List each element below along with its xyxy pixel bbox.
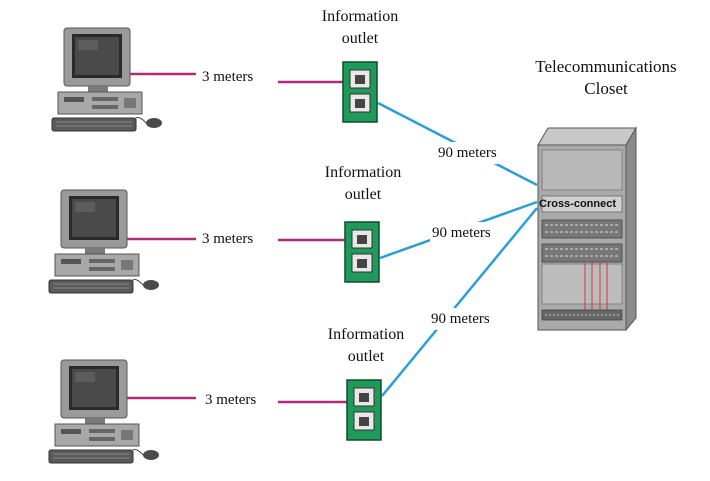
wall-outlet-icon	[346, 379, 382, 441]
closet-title-line1: Telecommunications	[535, 57, 677, 76]
outlet-3-title-line1: Information	[327, 326, 405, 343]
outlet-2-title: Information outlet	[303, 162, 423, 206]
closet-title: Telecommunications Closet	[506, 56, 706, 100]
desktop-computer-icon	[48, 359, 160, 464]
horizontal-length-1: 90 meters	[436, 142, 499, 164]
outlet-1-title-line1: Information	[321, 8, 399, 25]
server-rack-icon	[537, 126, 637, 332]
outlet-1-title: Information outlet	[300, 6, 420, 50]
patch-length-2: 3 meters	[200, 228, 256, 250]
outlet-2-title-line1: Information	[324, 164, 402, 181]
cross-connect-label: Cross-connect	[539, 198, 617, 210]
outlet-3-title-line2: outlet	[347, 348, 385, 365]
horizontal-length-3: 90 meters	[429, 308, 492, 330]
outlet-2-title-line2: outlet	[344, 186, 382, 203]
wall-outlet-icon	[344, 221, 380, 283]
desktop-computer-icon	[48, 189, 160, 294]
patch-length-3: 3 meters	[203, 389, 259, 411]
closet-title-line2: Closet	[584, 79, 628, 98]
horizontal-length-2: 90 meters	[430, 222, 493, 244]
horizontal-cable-3	[381, 207, 538, 397]
desktop-computer-icon	[51, 27, 163, 132]
patch-length-1: 3 meters	[200, 66, 256, 88]
outlet-3-title: Information outlet	[306, 324, 426, 368]
outlet-1-title-line2: outlet	[341, 30, 379, 47]
wall-outlet-icon	[342, 61, 378, 123]
